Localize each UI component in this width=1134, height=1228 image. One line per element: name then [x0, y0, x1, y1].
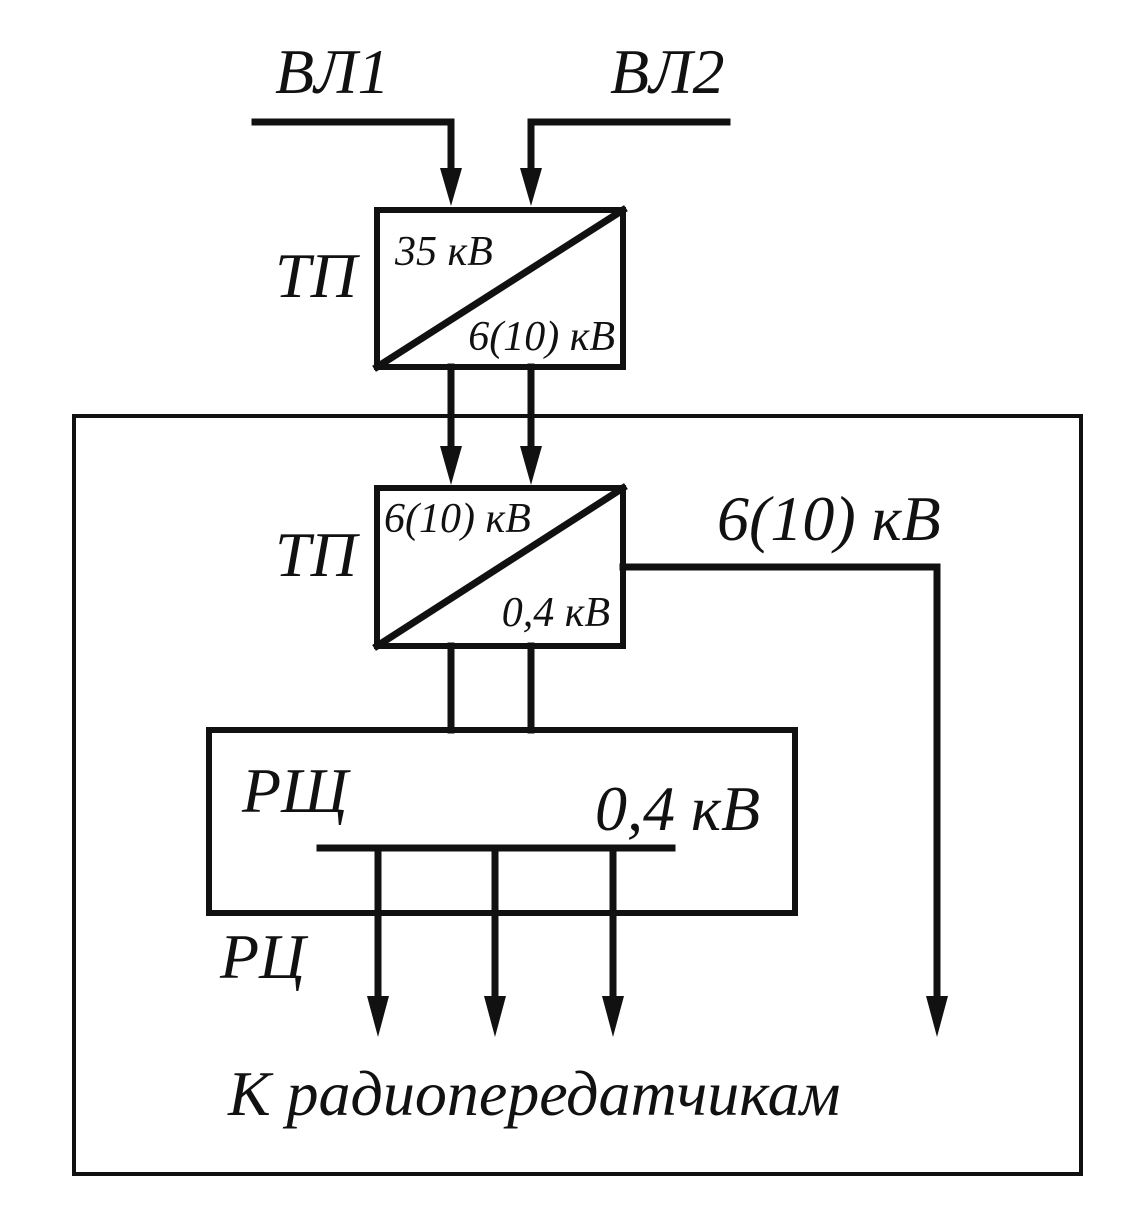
line1-arrow [440, 168, 462, 206]
line2-label: ВЛ2 [610, 36, 724, 107]
line1-label: ВЛ1 [275, 36, 389, 107]
tp2-diagonal [372, 483, 628, 651]
radio-center-label: РЦ [219, 921, 309, 992]
tp1-diagonal [372, 205, 628, 372]
switchboard-label: РЩ [241, 755, 351, 826]
line2-wire [527, 118, 731, 176]
tp1-label: ТП [275, 240, 361, 311]
outgoing-line-wire [619, 563, 941, 1004]
tp2-voltage-out: 0,4 кВ [502, 590, 610, 636]
destination-label: К радиопередатчикам [227, 1058, 840, 1129]
line1-wire [251, 118, 455, 176]
branch3-arrow [602, 996, 624, 1037]
branch1-arrow [367, 996, 389, 1037]
tp2-label: ТП [275, 519, 361, 590]
outgoing-line-arrow [926, 996, 948, 1037]
tp2-voltage-in: 6(10) кВ [384, 496, 531, 542]
switchboard-box [206, 727, 798, 916]
branch2-arrow [484, 996, 506, 1037]
line2-arrow [520, 168, 542, 206]
tp1-voltage-out: 6(10) кВ [468, 314, 615, 360]
tp1-voltage-in: 35 кВ [394, 229, 493, 275]
radio-center-frame [72, 414, 1083, 1176]
switchboard-voltage: 0,4 кВ [595, 773, 760, 844]
tp1-box [374, 207, 626, 370]
outgoing-line-voltage: 6(10) кВ [717, 483, 941, 554]
feeder2-arrow [520, 446, 542, 485]
feeder1-arrow [440, 446, 462, 485]
